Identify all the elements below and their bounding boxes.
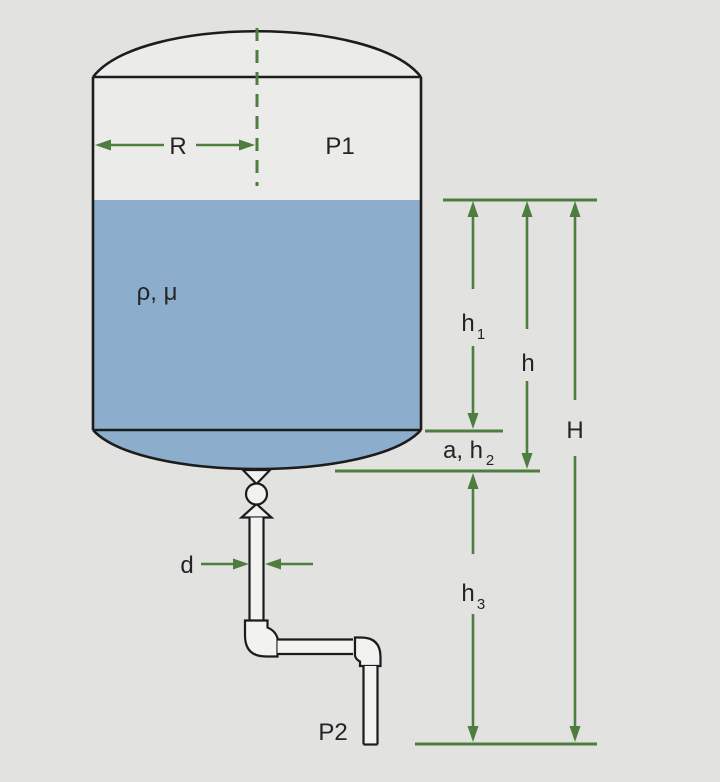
label-H: H [566, 417, 583, 444]
arrow-right-icon [239, 139, 255, 151]
dimension-h1: h 1 [461, 201, 485, 429]
pipe-vertical-2-fill [363, 666, 378, 745]
tank-gas-space [93, 31, 421, 200]
arrow-down-icon [467, 726, 479, 742]
dimension-h3: h 3 [461, 473, 485, 742]
label-h3: h [461, 580, 474, 607]
arrow-down-icon [467, 413, 479, 429]
arrow-left-icon [265, 558, 281, 570]
label-a-h2-subscript: 2 [486, 452, 494, 469]
dimension-R: R [95, 133, 255, 160]
dimension-h: h [521, 201, 535, 469]
label-fluid-properties: ρ, μ [137, 279, 178, 306]
pipe-horizontal-fill [277, 639, 353, 654]
label-h3-subscript: 3 [477, 596, 485, 613]
dimension-H: H [566, 201, 584, 742]
pipe-vertical-1-fill [249, 517, 264, 622]
arrow-up-icon [521, 201, 533, 217]
valve-icon [238, 468, 275, 519]
label-R: R [169, 133, 186, 160]
dimension-d: d [180, 552, 313, 579]
arrow-up-icon [569, 201, 581, 217]
arrow-right-icon [233, 558, 249, 570]
label-d: d [180, 552, 193, 579]
label-a-h2: a, h [443, 437, 483, 464]
label-P1: P1 [325, 133, 354, 160]
label-h1: h [461, 310, 474, 337]
arrow-down-icon [569, 726, 581, 742]
arrow-up-icon [467, 201, 479, 217]
label-h1-subscript: 1 [477, 326, 485, 343]
arrow-left-icon [95, 139, 111, 151]
reference-lines [335, 198, 597, 746]
tank-liquid [93, 200, 421, 469]
label-h: h [521, 350, 534, 377]
label-a-h2-group: a, h 2 [443, 437, 494, 469]
valve-top-triangle [240, 468, 273, 486]
drain-pipe [243, 517, 382, 746]
arrow-down-icon [521, 453, 533, 469]
valve-disc [244, 482, 269, 506]
label-P2: P2 [318, 719, 347, 746]
arrow-up-icon [467, 473, 479, 489]
